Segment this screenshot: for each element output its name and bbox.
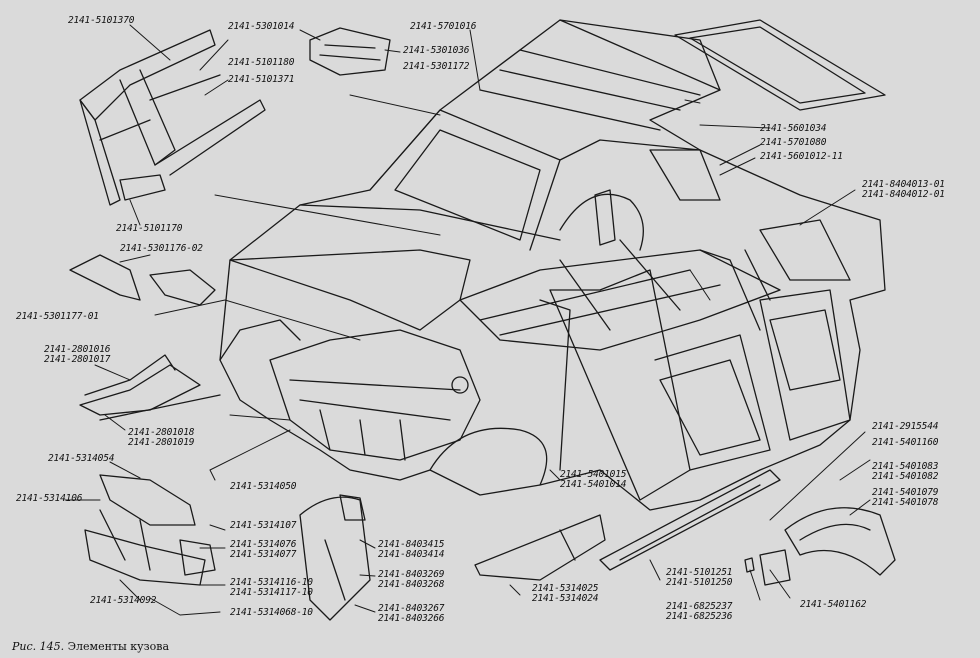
- part-label: 2141-5314068-10: [230, 607, 313, 618]
- part-label: 2141-5401162: [800, 599, 867, 610]
- part-label: 2141-5101371: [228, 74, 295, 85]
- part-label: 2141-5701016: [410, 21, 477, 32]
- part-label: 2141-5301036: [403, 45, 470, 56]
- front-mudguards: [299, 494, 371, 621]
- part-label: 2141-5301172: [403, 61, 470, 72]
- part-label: 2141-5601012-11: [760, 151, 843, 162]
- part-label: 2141-5301177-01: [16, 311, 99, 322]
- front-bumper-assembly: [84, 474, 216, 586]
- part-label: 2141-5701080: [760, 137, 827, 148]
- part-label: 2141-5314107: [230, 520, 297, 531]
- part-label: 2141-5314092: [90, 595, 157, 606]
- sunroof-panel: [674, 19, 886, 111]
- part-label: 2141-5301176-02: [120, 243, 203, 254]
- part-label: 2141-5101370: [68, 15, 135, 26]
- rear-mud-flaps: [744, 549, 791, 586]
- rear-wheel-arch: [784, 507, 896, 576]
- hood-hinge-brackets: [69, 254, 216, 306]
- part-label: 2141-5601034: [760, 123, 827, 134]
- pillar-reinforcement: [474, 514, 606, 581]
- car-body: [219, 19, 886, 571]
- cowl-panel: [309, 27, 391, 76]
- figure-title: Элементы кузова: [67, 640, 170, 653]
- figure-caption: Рис. 145. Элементы кузова: [12, 640, 169, 653]
- part-label: 2141-5101170: [116, 223, 183, 234]
- part-label: 2141-5314106: [16, 493, 83, 504]
- front-side-members: [79, 354, 221, 421]
- figure-number: Рис. 145.: [12, 640, 65, 653]
- part-label: 2141-5314054: [48, 453, 115, 464]
- front-frame-assembly: [79, 29, 266, 206]
- part-label: 2141-2915544: [872, 421, 939, 432]
- part-label: 2141-5401160: [872, 437, 939, 448]
- part-label: 2141-5301014: [228, 21, 295, 32]
- leader-lines: [64, 24, 871, 616]
- part-label: 2141-5101180: [228, 57, 295, 68]
- part-label: 2141-5314050: [230, 481, 297, 492]
